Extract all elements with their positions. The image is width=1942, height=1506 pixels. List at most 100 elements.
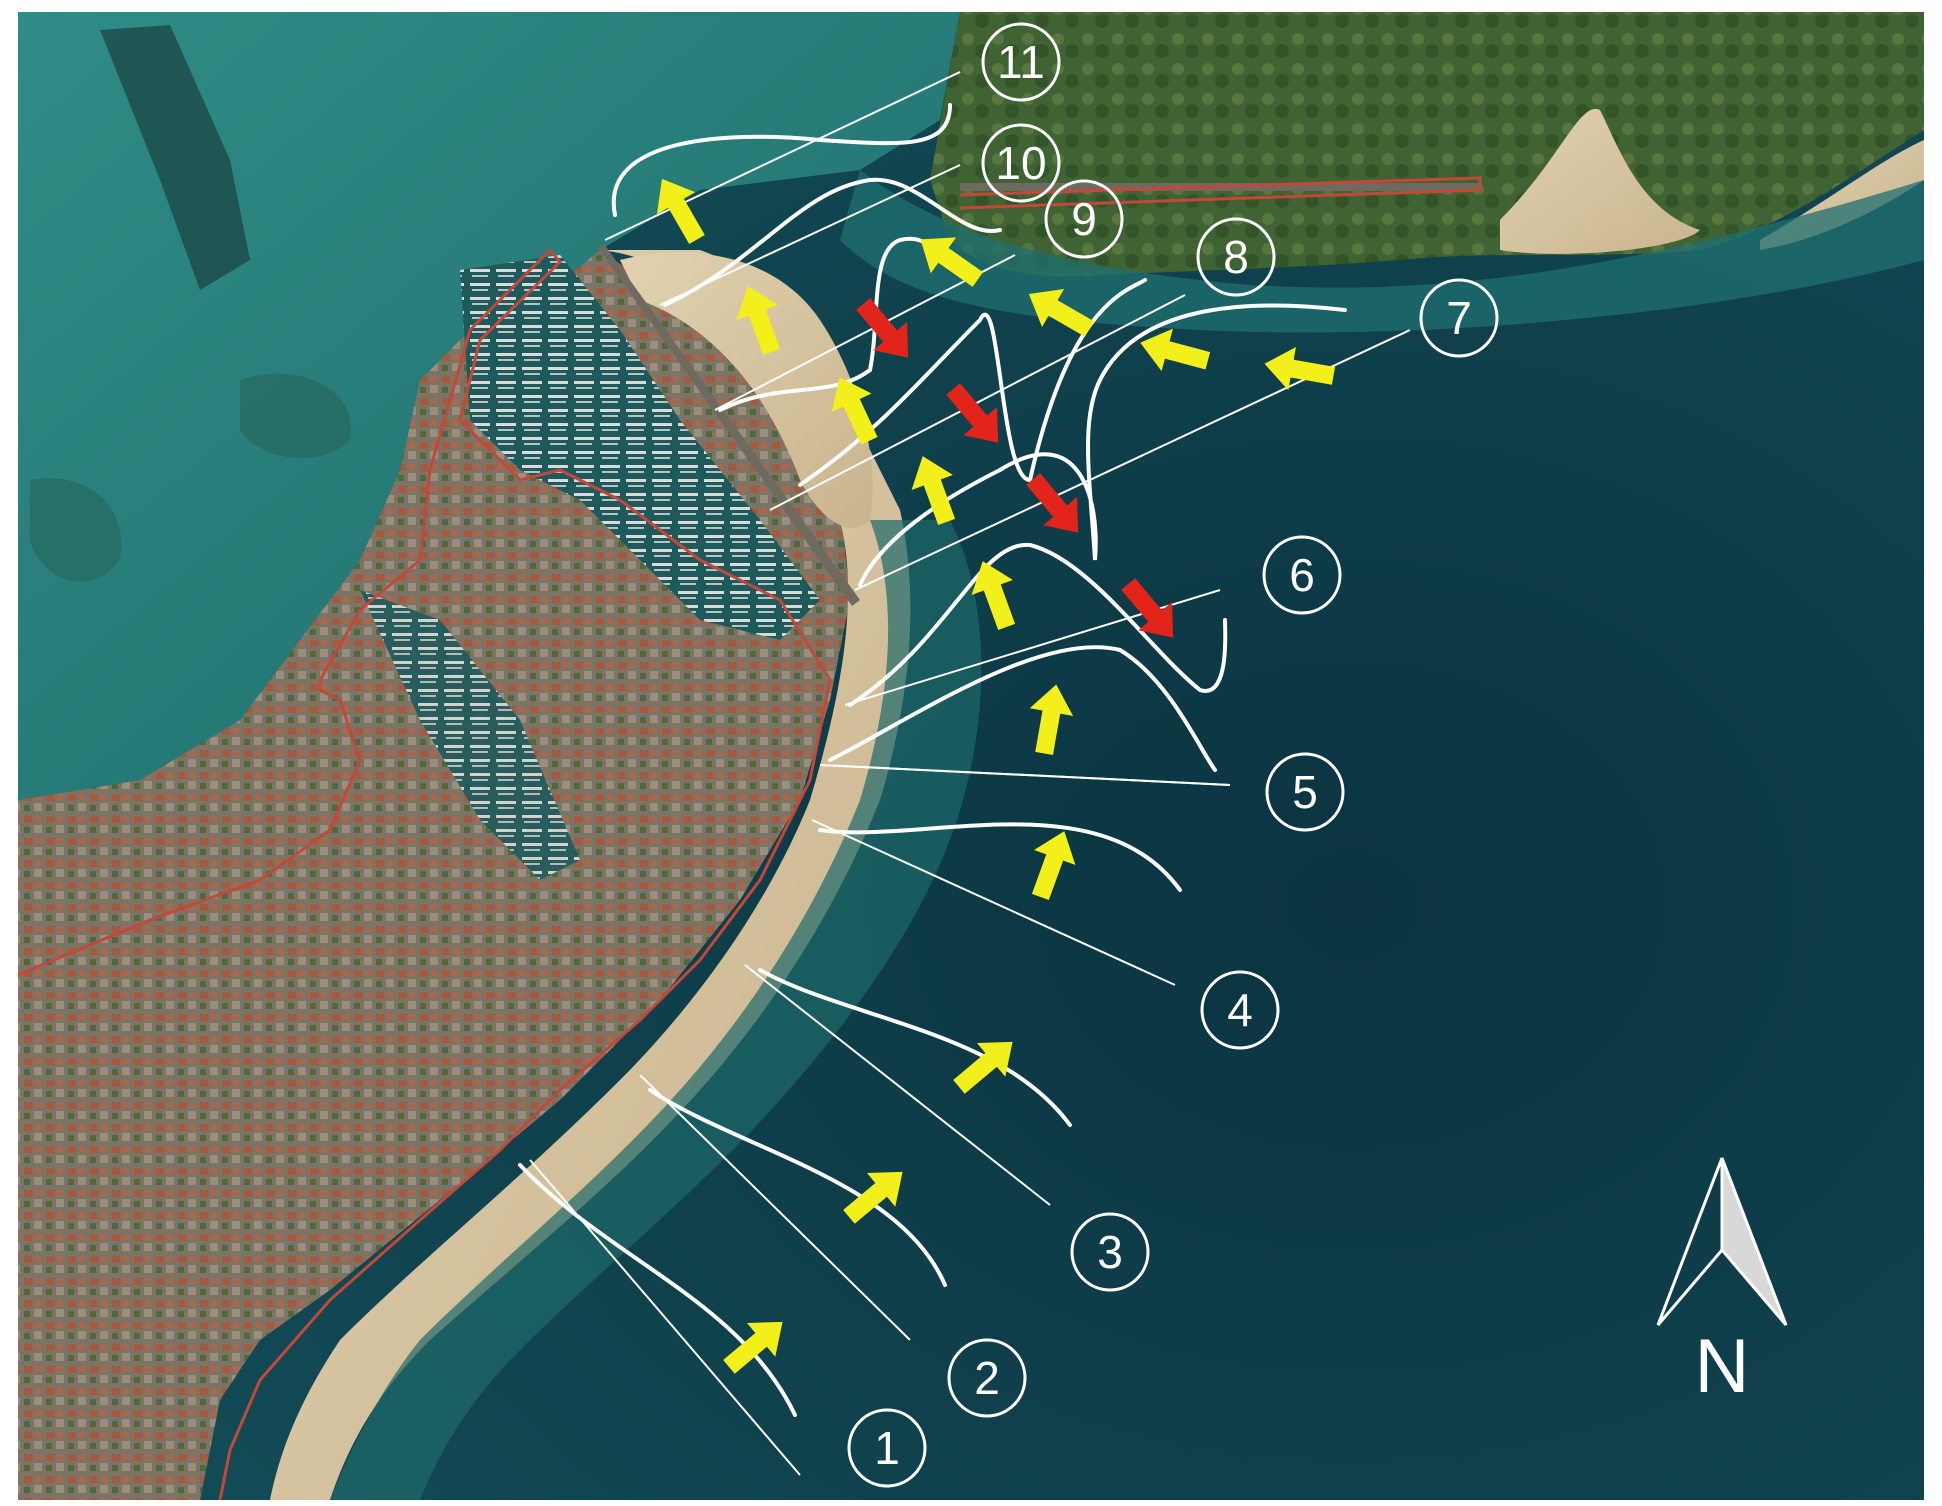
accretion-arrow-icon bbox=[920, 237, 984, 287]
accretion-arrow-icon bbox=[656, 178, 705, 244]
accretion-arrow-icon bbox=[1028, 288, 1094, 337]
callout-4: 4 bbox=[1200, 970, 1280, 1050]
boundary-line bbox=[17, 247, 832, 1501]
callout-number: 11 bbox=[997, 36, 1045, 88]
accretion-arrow-icon bbox=[1140, 328, 1211, 372]
arrow-shape bbox=[946, 383, 999, 443]
arrow-shape bbox=[1140, 328, 1211, 372]
leader-line bbox=[604, 71, 961, 241]
accretion-arrow-icon bbox=[831, 377, 878, 445]
marina-area bbox=[460, 255, 820, 640]
callout-number: 7 bbox=[1446, 292, 1472, 344]
town-area bbox=[18, 250, 850, 1500]
arrow-shape bbox=[920, 237, 984, 287]
arrow-shape bbox=[971, 561, 1016, 631]
leader-line bbox=[811, 819, 1176, 986]
map-imagery bbox=[17, 12, 1924, 1501]
accretion-arrow-icon bbox=[953, 1041, 1013, 1094]
beach-strip bbox=[270, 250, 911, 1500]
profile-curves bbox=[518, 103, 1347, 1417]
profile-curve-5 bbox=[828, 645, 1217, 772]
erosion-arrow-icon bbox=[856, 298, 909, 358]
callout-number: 10 bbox=[995, 137, 1046, 189]
arrow-shape bbox=[1029, 684, 1074, 756]
arrow-shape bbox=[736, 286, 781, 356]
callout-circle bbox=[1265, 752, 1345, 832]
accretion-arrow-icon bbox=[1029, 684, 1074, 756]
movement-arrows bbox=[656, 178, 1336, 1374]
callout-circle bbox=[1200, 970, 1280, 1050]
arrow-shape bbox=[656, 178, 705, 244]
callout-circles: 1 2 3 4 5 6 7 8 9 10 11 bbox=[847, 22, 1499, 1488]
north-label: N bbox=[1695, 1324, 1750, 1409]
boundary-line-north bbox=[959, 176, 1482, 210]
north-arrow: N bbox=[1656, 1157, 1788, 1409]
erosion-arrow-icon bbox=[946, 383, 999, 443]
arrow-shape bbox=[843, 1171, 903, 1224]
accretion-arrow-icon bbox=[843, 1171, 903, 1224]
callout-number: 9 bbox=[1071, 193, 1097, 245]
profile-curve-3 bbox=[758, 968, 1072, 1127]
arrow-shape bbox=[911, 456, 956, 526]
accretion-arrow-icon bbox=[1031, 831, 1076, 901]
profile-curve-10 bbox=[663, 177, 1002, 307]
north-wetland bbox=[930, 12, 1924, 277]
callout-circle bbox=[981, 22, 1061, 102]
profile-curve-6 bbox=[848, 542, 1228, 707]
callout-5: 5 bbox=[1265, 752, 1345, 832]
callout-3: 3 bbox=[1070, 1212, 1150, 1292]
arrow-shape bbox=[856, 298, 909, 358]
accretion-arrow-icon bbox=[736, 286, 781, 356]
callout-circle bbox=[1196, 217, 1276, 297]
callout-1: 1 bbox=[847, 1408, 927, 1488]
callout-number: 6 bbox=[1289, 549, 1315, 601]
callout-number: 5 bbox=[1292, 766, 1318, 818]
north-arrow-fill bbox=[1720, 1157, 1788, 1326]
callout-number: 2 bbox=[974, 1352, 1000, 1404]
arrow-shape bbox=[1031, 831, 1076, 901]
callout-10: 10 bbox=[981, 123, 1061, 203]
profile-curve-8 bbox=[798, 278, 1147, 487]
callout-circle bbox=[1419, 278, 1499, 358]
canal-marina bbox=[360, 590, 580, 880]
arrow-shape bbox=[831, 377, 878, 445]
leader-line bbox=[639, 1074, 911, 1341]
callout-6: 6 bbox=[1262, 535, 1342, 615]
north-sandbar bbox=[1500, 108, 1700, 254]
callout-9: 9 bbox=[1044, 179, 1124, 259]
jetty bbox=[598, 244, 860, 606]
callout-number: 1 bbox=[874, 1422, 900, 1474]
channel-shallows bbox=[840, 170, 1924, 333]
profile-curve-11 bbox=[611, 103, 952, 217]
callout-circle bbox=[1262, 535, 1342, 615]
lagoon-shoal bbox=[30, 478, 122, 582]
profile-curve-1 bbox=[518, 1163, 797, 1417]
callout-circle bbox=[847, 1408, 927, 1488]
leader-line bbox=[769, 294, 1186, 511]
arrow-shape bbox=[1264, 346, 1336, 391]
erosion-arrow-icon bbox=[1121, 578, 1174, 638]
lagoon-island bbox=[100, 25, 250, 290]
callout-number: 8 bbox=[1223, 231, 1249, 283]
callout-circle bbox=[981, 123, 1061, 203]
sand-spit bbox=[620, 252, 873, 528]
lagoon-area bbox=[18, 12, 960, 800]
accretion-arrow-icon bbox=[1264, 346, 1336, 391]
callout-number: 4 bbox=[1227, 984, 1253, 1036]
callout-circle bbox=[1044, 179, 1124, 259]
callout-11: 11 bbox=[981, 22, 1061, 102]
arrow-shape bbox=[953, 1041, 1013, 1094]
profile-curve-7 bbox=[858, 303, 1347, 587]
nearshore-shallows bbox=[330, 520, 982, 1500]
arrow-shape bbox=[723, 1321, 783, 1374]
callout-circle bbox=[947, 1338, 1027, 1418]
accretion-arrow-icon bbox=[723, 1321, 783, 1374]
profile-curve-2 bbox=[648, 1088, 947, 1287]
profile-curve-4 bbox=[818, 822, 1182, 892]
callout-circle bbox=[1070, 1212, 1150, 1292]
leader-line bbox=[819, 764, 1231, 786]
arrow-shape bbox=[1121, 578, 1174, 638]
arrow-shape bbox=[1028, 288, 1094, 337]
